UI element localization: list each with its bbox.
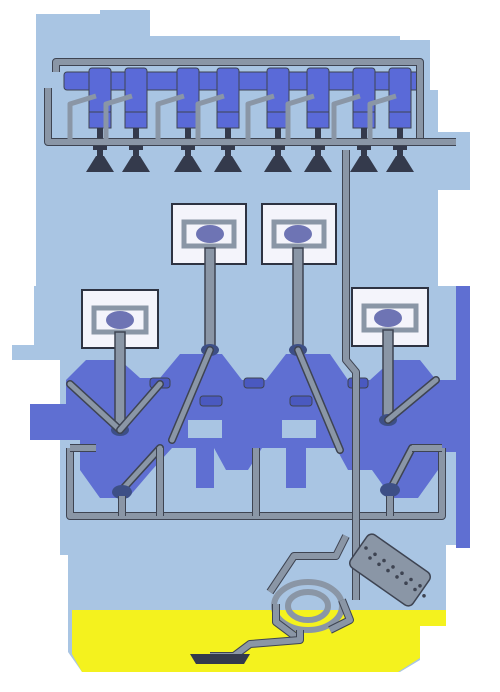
filter-hole [368, 556, 372, 560]
filter-hole [373, 553, 377, 557]
filter-hole [413, 588, 417, 592]
cam-lobe [125, 68, 147, 114]
cam-lobe [217, 68, 239, 114]
filter-hole [382, 559, 386, 563]
filter-hole [386, 569, 390, 573]
cam-lobe [307, 68, 329, 114]
filter-hole [409, 578, 413, 582]
filter-hole [391, 565, 395, 569]
filter-hole [404, 581, 408, 585]
filter-hole [377, 563, 381, 567]
filter-hole [400, 571, 404, 575]
filter-hole [418, 584, 422, 588]
cam-lobe [389, 68, 411, 114]
filter-hole [422, 594, 426, 598]
filter-hole [395, 575, 399, 579]
filter-hole [364, 546, 368, 550]
